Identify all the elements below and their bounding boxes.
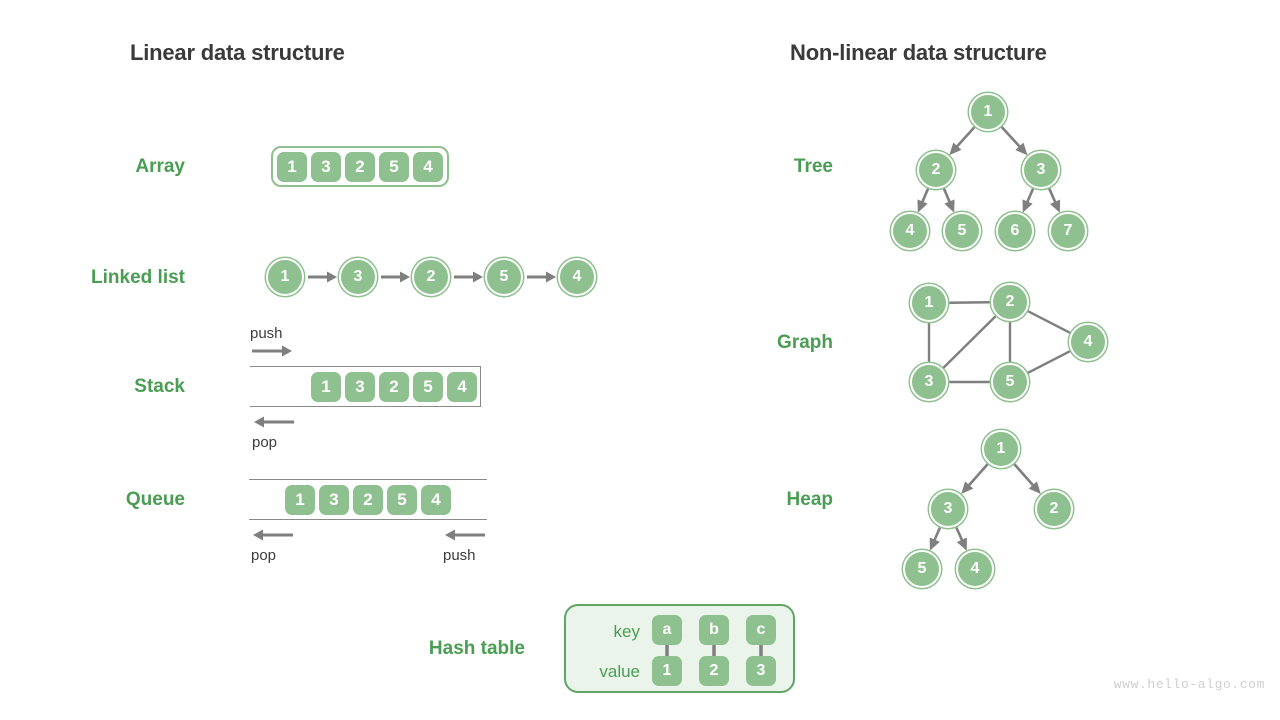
stack-cell: 1: [311, 371, 341, 402]
stack-push-label: push: [250, 325, 283, 342]
watermark: www.hello-algo.com: [1113, 677, 1265, 692]
tree-node: 3: [1022, 151, 1060, 189]
hash-value-cell: 3: [746, 656, 776, 686]
linked-list-node: 2: [412, 258, 450, 296]
linked-list-node: 1: [266, 258, 304, 296]
queue-push-label: push: [443, 547, 476, 564]
queue-cell: 5: [387, 484, 417, 515]
graph-node: 5: [991, 363, 1029, 401]
graph-node: 3: [910, 363, 948, 401]
array-cell: 5: [379, 151, 409, 182]
linked-list-node: 5: [485, 258, 523, 296]
linked-list-node: 4: [558, 258, 596, 296]
graph-label: Graph: [777, 332, 833, 353]
linked-list-arrows: [308, 271, 556, 283]
tree-node: 2: [917, 151, 955, 189]
tree-label: Tree: [793, 156, 833, 177]
linear-section-title: Linear data structure: [130, 40, 345, 65]
hash-table-label: Hash table: [428, 638, 525, 659]
heap-node: 1: [982, 430, 1020, 468]
array-cell: 2: [345, 151, 375, 182]
queue-cell: 3: [319, 484, 349, 515]
stack-label: Stack: [134, 376, 185, 397]
hash-value-cell: 2: [699, 656, 729, 686]
stack-cell: 4: [447, 371, 477, 402]
heap-node: 3: [929, 490, 967, 528]
array-cell: 1: [277, 151, 307, 182]
nonlinear-section-title: Non-linear data structure: [790, 40, 1047, 65]
heap-node: 4: [956, 550, 994, 588]
tree-node: 1: [969, 93, 1007, 131]
linked-list-label: Linked list: [91, 267, 185, 288]
queue-pop-arrow-icon: [253, 529, 293, 541]
hash-key-cell: c: [746, 615, 776, 645]
stack-cell: 2: [379, 371, 409, 402]
graph-node: 2: [991, 283, 1029, 321]
heap-node: 5: [903, 550, 941, 588]
heap-node: 2: [1035, 490, 1073, 528]
array-label: Array: [135, 156, 185, 177]
graph-node: 1: [910, 284, 948, 322]
hash-key-label: key: [613, 622, 640, 641]
tree-node: 5: [943, 212, 981, 250]
queue-label: Queue: [125, 489, 185, 510]
array-cell: 4: [413, 151, 443, 182]
array-cell: 3: [311, 151, 341, 182]
heap-label: Heap: [786, 489, 833, 510]
stack-pop-label: pop: [252, 434, 278, 451]
linked-list-node: 3: [339, 258, 377, 296]
tree-node: 6: [996, 212, 1034, 250]
tree-node: 7: [1049, 212, 1087, 250]
queue-cell: 4: [421, 484, 451, 515]
hash-key-cell: a: [652, 615, 682, 645]
hash-value-label: value: [599, 662, 640, 681]
queue-cell: 1: [285, 484, 315, 515]
graph-node: 4: [1069, 323, 1107, 361]
queue-cell: 2: [353, 484, 383, 515]
stack-cell: 5: [413, 371, 443, 402]
queue-pop-label: pop: [251, 547, 277, 564]
queue-push-arrow-icon: [445, 529, 485, 541]
hash-value-cell: 1: [652, 656, 682, 686]
stack-pop-arrow-icon: [254, 416, 294, 428]
hash-key-cell: b: [699, 615, 729, 645]
tree-node: 4: [891, 212, 929, 250]
stack-push-arrow-icon: [252, 345, 292, 357]
stack-cell: 3: [345, 371, 375, 402]
